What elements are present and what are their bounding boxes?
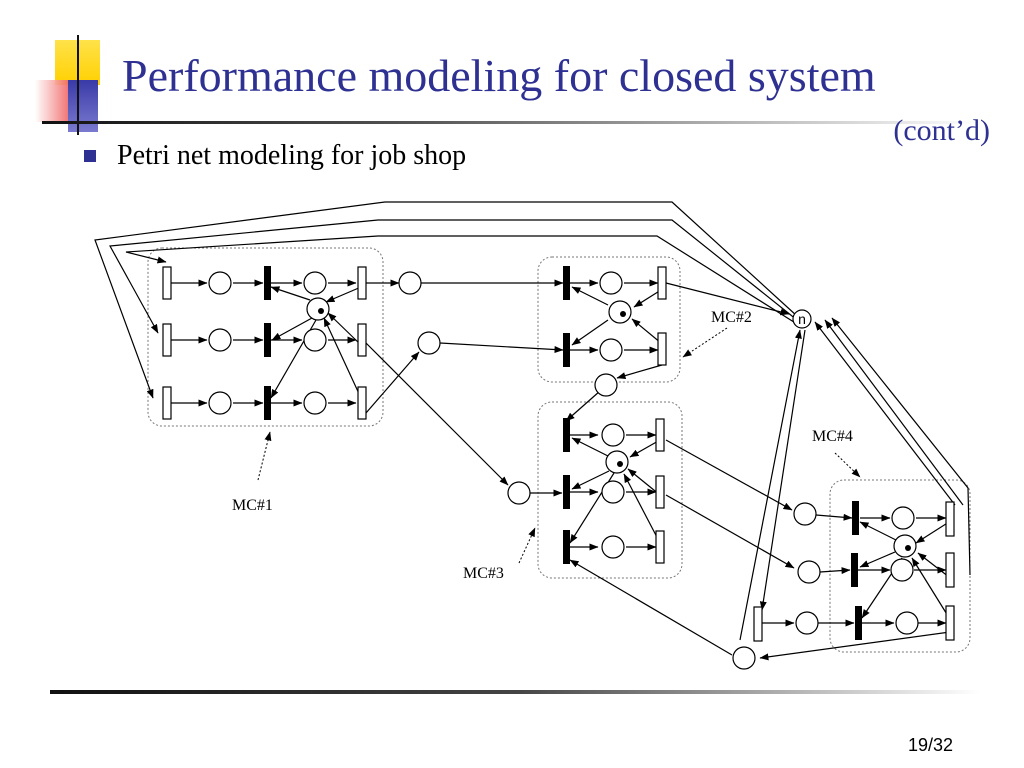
- place: [797, 560, 821, 584]
- transition-mc1-in-3: [162, 386, 172, 420]
- label-mc3: MC#3: [463, 565, 504, 582]
- deco-vertical-line: [77, 35, 79, 135]
- token: [617, 461, 623, 467]
- transition-mc4-out-1: [945, 501, 955, 537]
- resource-place-mc1: [306, 297, 330, 321]
- label-mc2: MC#2: [711, 309, 752, 326]
- place: [303, 328, 327, 352]
- place: [599, 338, 623, 362]
- bullet-square-icon: [84, 150, 96, 162]
- timed-transition-mc4-2: [851, 553, 858, 587]
- place: [601, 480, 625, 504]
- place: [594, 373, 618, 397]
- timed-transition-mc1-3: [264, 386, 271, 420]
- timed-transition-mc3-2: [563, 475, 570, 509]
- place: [601, 423, 625, 447]
- transition-mc3-out-2: [655, 475, 665, 509]
- place: [417, 331, 441, 355]
- place: [208, 271, 232, 295]
- machine-box-mc1: [147, 247, 384, 427]
- transition-mc4-in-3: [753, 606, 763, 642]
- place: [891, 506, 915, 530]
- token: [905, 545, 911, 551]
- timed-transition-mc4-1: [852, 501, 859, 535]
- transition-mc1-out-3: [357, 386, 367, 420]
- page-title: Performance modeling for closed system: [122, 50, 876, 101]
- place: [601, 535, 625, 559]
- place: [599, 271, 623, 295]
- token: [318, 308, 324, 314]
- page-number: 19/32: [908, 735, 954, 755]
- transition-mc1-in-2: [162, 323, 172, 357]
- deco-title-rule: [42, 121, 982, 124]
- place: [398, 271, 422, 295]
- place: [795, 611, 819, 635]
- machine-box-mc2: [537, 256, 681, 383]
- place: [793, 502, 817, 526]
- resource-place-pallets: [792, 309, 812, 329]
- token: [620, 311, 626, 317]
- transition-mc4-out-2: [945, 552, 955, 588]
- transition-mc1-out-2: [357, 323, 367, 357]
- timed-transition-mc2-1: [563, 266, 570, 300]
- timed-transition-mc4-3: [855, 606, 862, 640]
- timed-transition-mc3-3: [563, 530, 570, 564]
- place: [507, 481, 531, 505]
- timed-transition-mc2-2: [563, 333, 570, 367]
- resource-place-mc4: [893, 534, 917, 558]
- transition-mc2-out-1: [657, 266, 667, 300]
- transition-mc1-out-1: [357, 266, 367, 300]
- deco-footer-rule: [50, 690, 980, 694]
- timed-transition-mc1-1: [264, 266, 271, 300]
- label-mc1: MC#1: [232, 497, 273, 514]
- transition-mc3-out-1: [655, 418, 665, 452]
- resource-place-mc3: [605, 450, 629, 474]
- transition-mc1-in-1: [162, 266, 172, 300]
- place: [208, 328, 232, 352]
- transition-mc3-out-3: [655, 530, 665, 564]
- place: [303, 391, 327, 415]
- bullet-text: Petri net modeling for job shop: [117, 140, 467, 171]
- resource-place-mc2: [608, 300, 632, 324]
- timed-transition-mc1-2: [264, 323, 271, 357]
- place: [895, 611, 919, 635]
- label-mc4: MC#4: [812, 428, 853, 445]
- transition-mc2-out-2: [657, 332, 667, 366]
- place: [303, 271, 327, 295]
- place: [732, 646, 756, 670]
- place: [890, 558, 914, 582]
- page-subtitle: (cont’d): [893, 114, 990, 147]
- machine-box-mc3: [537, 401, 683, 579]
- transition-mc4-out-3: [945, 605, 955, 641]
- timed-transition-mc3-1: [563, 418, 570, 452]
- place: [208, 391, 232, 415]
- resource-count-label: n: [798, 311, 806, 327]
